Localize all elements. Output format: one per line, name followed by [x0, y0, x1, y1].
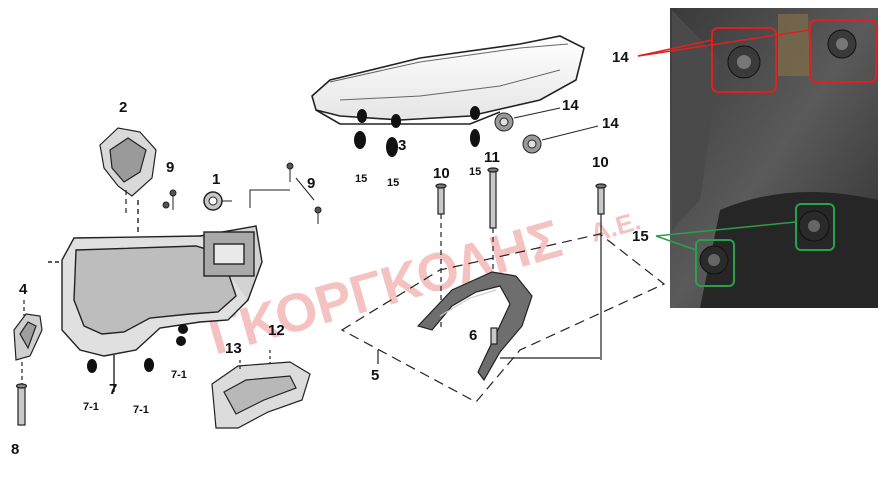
highlight-14-left — [711, 27, 777, 93]
part-7-1-rubbers — [87, 324, 188, 373]
callout-2: 2 — [119, 99, 127, 116]
callout-10a: 10 — [433, 165, 450, 182]
highlight-14-right — [809, 19, 877, 83]
callout-7-1a: 7-1 — [83, 401, 99, 413]
part-1-grommet — [203, 191, 232, 211]
callout-4: 4 — [19, 281, 28, 298]
callout-7: 7 — [109, 381, 117, 398]
callout-7-1c: 7-1 — [171, 369, 187, 381]
callout-1: 1 — [212, 171, 220, 188]
part-6-rear-carrier — [416, 271, 600, 382]
highlight-15-lower — [695, 239, 735, 287]
part-7-luggage-box — [48, 200, 263, 392]
callout-11: 11 — [484, 149, 500, 166]
callout-6: 6 — [469, 327, 477, 344]
part-14-grommets — [494, 107, 599, 154]
seat-bumpers — [354, 106, 480, 157]
inset-label-15: 15 — [632, 228, 649, 245]
callout-5: 5 — [371, 367, 379, 384]
part-8-bolt — [15, 362, 28, 426]
callout-9b: 9 — [307, 175, 315, 192]
highlight-15-upper — [795, 203, 835, 251]
callout-8: 8 — [11, 441, 19, 458]
callout-3: 3 — [398, 137, 406, 154]
watermark: ΓΚΟΡΓΚΟΛΗΣ Α.Ε. — [202, 205, 644, 366]
callout-9a: 9 — [166, 159, 174, 176]
inset-label-14: 14 — [612, 49, 629, 66]
part-3-seat — [311, 35, 585, 125]
callout-13: 13 — [225, 340, 242, 357]
part-12-13-wiring-bracket — [211, 350, 311, 429]
callout-15a: 15 — [355, 173, 367, 185]
callout-14a: 14 — [562, 97, 579, 114]
photo-inset — [637, 8, 878, 308]
part-2-bracket — [99, 127, 157, 215]
callout-10b: 10 — [592, 154, 609, 171]
callout-labels: 2 9 1 9 4 7 7-1 7-1 7-1 8 13 12 3 15 15 … — [11, 49, 649, 458]
bolts-10-11 — [435, 167, 607, 360]
callout-12: 12 — [268, 322, 285, 339]
callout-7-1b: 7-1 — [133, 404, 149, 416]
part-5-plate-outline — [340, 233, 666, 403]
callout-15b: 15 — [387, 177, 399, 189]
callout-15c: 15 — [469, 166, 481, 178]
part-9-screws — [162, 162, 322, 224]
part-4-bracket — [13, 300, 43, 361]
callout-14b: 14 — [602, 115, 619, 132]
